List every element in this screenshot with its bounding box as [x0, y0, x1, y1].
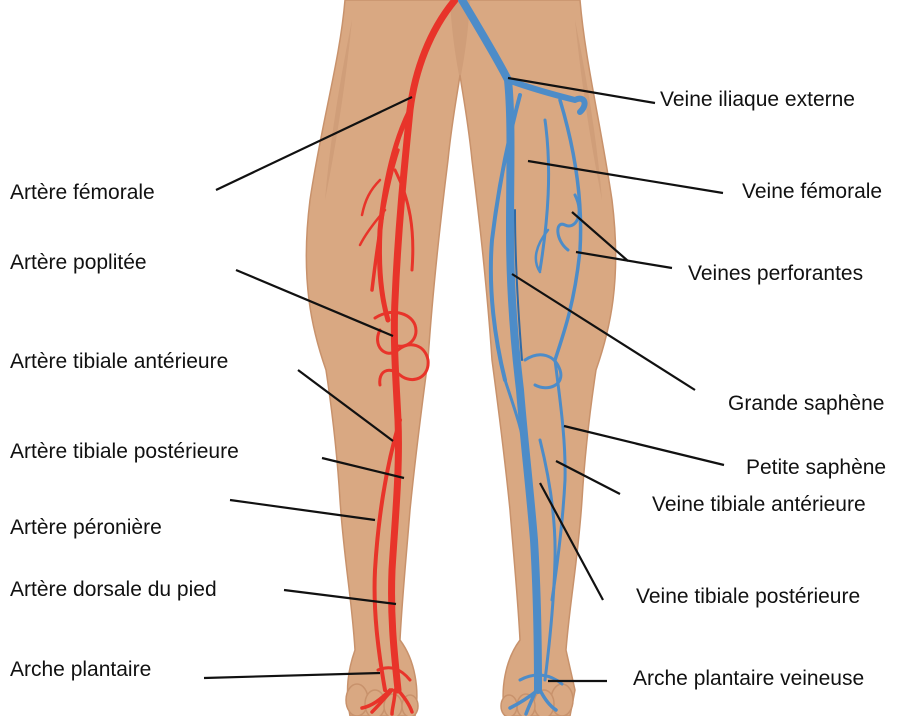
label-artere-femorale: Artère fémorale — [10, 181, 155, 205]
label-grande-saphene: Grande saphène — [728, 392, 884, 416]
leader-petite-saphene — [564, 426, 724, 465]
label-petite-saphene: Petite saphène — [746, 456, 886, 480]
label-veine-iliaque-externe: Veine iliaque externe — [660, 88, 855, 112]
legs-silhouette — [306, 0, 615, 716]
label-artere-dorsale-du-pied: Artère dorsale du pied — [10, 578, 217, 602]
label-artere-tibiale-posterieure: Artère tibiale postérieure — [10, 440, 239, 464]
label-arche-plantaire: Arche plantaire — [10, 658, 151, 682]
label-artere-peroniere: Artère péronière — [10, 516, 162, 540]
label-veine-femorale: Veine fémorale — [742, 180, 882, 204]
label-artere-poplitee: Artère poplitée — [10, 251, 147, 275]
label-veine-tibiale-anterieure: Veine tibiale antérieure — [652, 493, 866, 517]
label-artere-tibiale-anterieure: Artère tibiale antérieure — [10, 350, 228, 374]
label-veine-tibiale-posterieure: Veine tibiale postérieure — [636, 585, 860, 609]
label-arche-plantaire-veineuse: Arche plantaire veineuse — [633, 667, 864, 691]
label-veines-perforantes: Veines perforantes — [688, 262, 863, 286]
